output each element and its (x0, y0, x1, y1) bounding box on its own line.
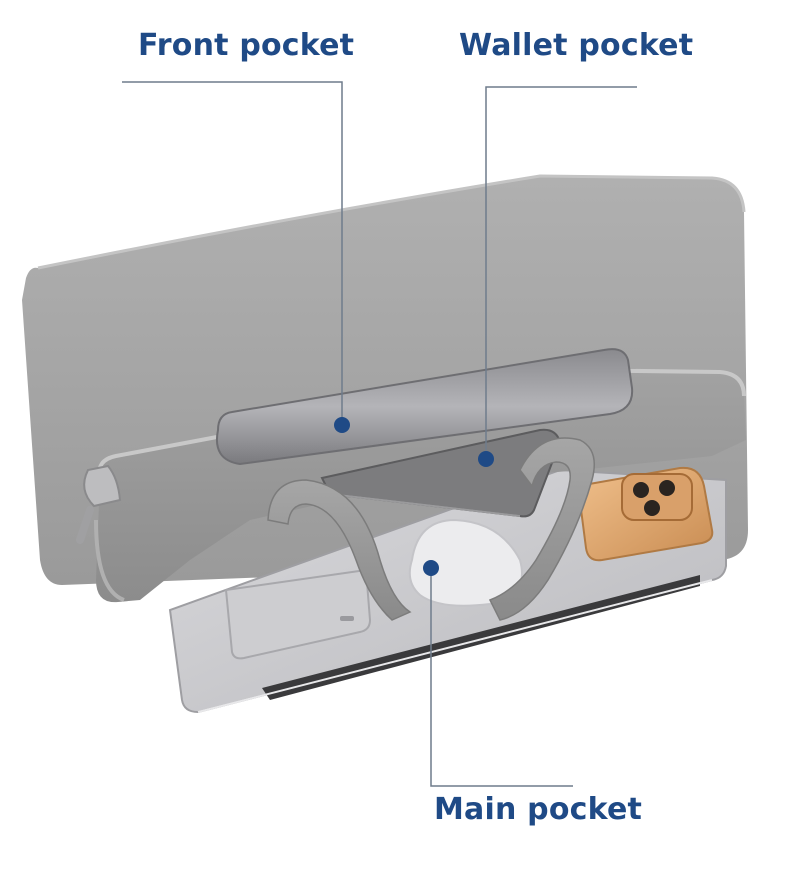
callout-front-pocket-dot (334, 417, 350, 433)
callout-wallet-pocket-dot (478, 451, 494, 467)
zipper-pull (76, 464, 122, 544)
main-pocket-label: Main pocket (434, 792, 643, 827)
callout-front-pocket-line (122, 81, 343, 425)
callout-main-pocket-line (430, 568, 573, 787)
phone (576, 466, 714, 562)
power-bank (224, 568, 372, 660)
wallet (320, 428, 562, 518)
callout-wallet-pocket-line (485, 86, 637, 459)
bag-handles (267, 437, 595, 621)
tablet (216, 348, 634, 466)
callout-main-pocket-dot (423, 560, 439, 576)
wallet-pocket-label: Wallet pocket (459, 28, 694, 63)
front-pocket-label: Front pocket (138, 28, 355, 63)
